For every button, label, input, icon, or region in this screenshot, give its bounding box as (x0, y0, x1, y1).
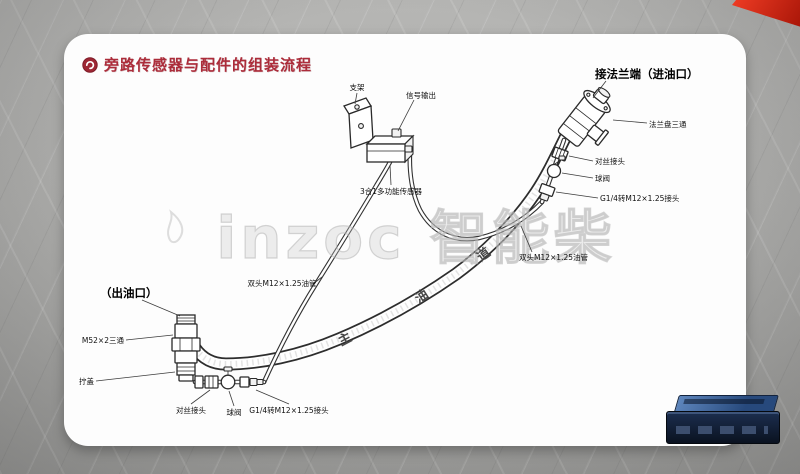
label-signal-output: 信号输出 (406, 90, 436, 100)
inlet-fitting-chain (538, 137, 569, 205)
content-card: 旁路传感器与配件的组装流程 (64, 34, 746, 446)
label-adapter-bottom: G1/4转M12×1.25接头 (249, 405, 329, 415)
adapter-bottom-part (239, 376, 264, 388)
title-row: 旁路传感器与配件的组装流程 (82, 54, 312, 75)
flame-icon (167, 209, 184, 244)
label-sensor: 3合1多功能传感器 (360, 186, 423, 196)
ball-valve-top-part (546, 155, 566, 179)
label-cap: 拧盖 (79, 376, 94, 386)
outlet-fitting-chain (192, 366, 267, 390)
label-oil-pipe-top: 双头M12×1.25油管 (519, 252, 588, 262)
sensor-bracket (343, 97, 374, 149)
watermark-text: inzoc 智能柴 (216, 204, 615, 272)
label-nipple-bottom: 对丝接头 (176, 405, 206, 415)
upper-oil-hose (407, 149, 545, 242)
adapter-top-part (538, 183, 556, 202)
label-oil-pipe-bottom: 双头M12×1.25油管 (248, 278, 317, 288)
label-adapter-top: G1/4转M12×1.25接头 (600, 193, 680, 203)
leader-lines (95, 80, 648, 407)
label-tee-m52: M52×2三通 (82, 335, 125, 345)
corner-ribbon (732, 0, 800, 27)
label-ball-valve-bottom: 球阀 (227, 407, 242, 417)
main-oil-pipe (188, 129, 573, 371)
heading-inlet: 接法兰端（进油口） (595, 67, 699, 81)
label-bracket: 支架 (350, 82, 365, 92)
lower-oil-hose (261, 159, 393, 385)
label-flange-tee: 法兰盘三通 (649, 119, 687, 129)
ball-valve-bottom-part (220, 366, 236, 390)
watermark: inzoc 智能柴 (167, 203, 615, 273)
heading-outlet: （出油口） (100, 286, 158, 300)
outlet-tee-assembly (171, 314, 201, 382)
nipple-bottom-part (204, 375, 219, 389)
page-title: 旁路传感器与配件的组装流程 (104, 56, 313, 74)
assembly-diagram: inzoc 智能柴 主 油 道 (79, 67, 699, 417)
title-bullet-icon (82, 56, 98, 73)
tee-port-part (194, 375, 204, 389)
device-photo (664, 390, 784, 448)
device-screen-strip (683, 399, 765, 404)
device-ports (676, 426, 768, 434)
flange-assembly (557, 87, 611, 147)
sensor-box (365, 128, 415, 164)
label-nipple-top: 对丝接头 (595, 156, 625, 166)
label-ball-valve-top: 球阀 (595, 173, 610, 183)
